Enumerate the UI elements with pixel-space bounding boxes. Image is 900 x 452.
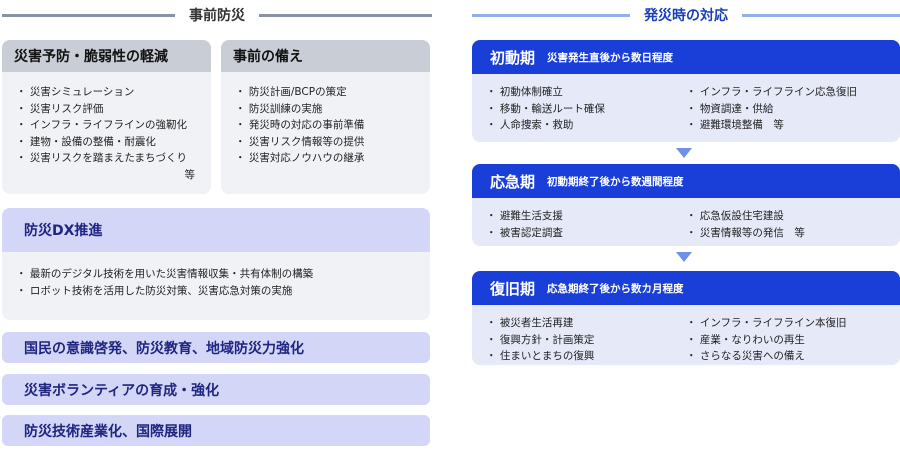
phase-description: 災害発生直後から数日程度 [547, 51, 674, 64]
list-item: ・ インフラ・ライフラインの強靭化 [16, 119, 188, 131]
phase-list-left: ・ 被災者生活再建 ・ 復興方針・計画策定 ・ 住まいとまちの復興 [486, 315, 686, 365]
phase-initial: 初動期 災害発生直後から数日程度 ・ 初動体制確立 ・ 移動・輸送ルート確保 ・… [472, 40, 900, 142]
phase-name: 応急期 [490, 172, 536, 191]
list-item: ・ 災害リスク情報等の提供 [235, 135, 365, 148]
list-item: ・ インフラ・ライフライン本復旧 [686, 317, 847, 329]
header-line-right [259, 13, 432, 17]
card-list: ・ 最新のデジタル技術を用いた災害情報収集・共有体制の構築 ・ ロボット技術を活… [2, 252, 430, 300]
header-line-left [472, 13, 630, 17]
list-item: ・ 防災計画/BCPの策定 [235, 86, 347, 98]
banner-industry: 防災技術産業化、国際展開 [2, 415, 430, 446]
list-item: ・ 最新のデジタル技術を用いた災害情報収集・共有体制の構築 [16, 268, 314, 280]
phase-description: 初動期終了後から数週間程度 [547, 175, 684, 188]
banner-volunteer: 災害ボランティアの育成・強化 [2, 374, 430, 405]
phase-description: 応急期終了後から数カ月程度 [547, 282, 684, 295]
list-item: ・ 避難環境整備 等 [686, 119, 784, 131]
list-item: ・ 復興方針・計画策定 [486, 333, 595, 346]
disaster-prevention-card: 災害予防・脆弱性の軽減 ・ 災害シミュレーション ・ 災害リスク評価 ・ インフ… [2, 40, 211, 194]
list-item: ・ ロボット技術を活用した防災対策、災害応急対策の実施 [16, 285, 293, 297]
response-title: 発災時の対応 [644, 8, 728, 24]
phase-body: ・ 被災者生活再建 ・ 復興方針・計画策定 ・ 住まいとまちの復興 ・ インフラ… [472, 305, 900, 365]
phase-list-right: ・ インフラ・ライフライン本復旧 ・ 産業・なりわいの再生 ・ さらなる災害への… [686, 315, 886, 365]
phase-list-left: ・ 初動体制確立 ・ 移動・輸送ルート確保 ・ 人命捜索・救助 [486, 84, 686, 134]
disaster-dx-card: 防災DX推進 ・ 最新のデジタル技術を用いた災害情報収集・共有体制の構築 ・ ロ… [2, 208, 430, 320]
list-item: ・ 建物・設備の整備・耐震化 [16, 135, 156, 148]
phase-header: 応急期 初動期終了後から数週間程度 [472, 164, 900, 198]
response-section-header: 発災時の対応 [472, 4, 900, 26]
list-item: ・ 災害リスクを踏まえたまちづくり [16, 152, 188, 164]
phase-body: ・ 初動体制確立 ・ 移動・輸送ルート確保 ・ 人命捜索・救助 ・ インフラ・ラ… [472, 74, 900, 134]
phase-list-left: ・ 避難生活支援 ・ 被害認定調査 [486, 208, 686, 241]
card-title: 防災DX推進 [2, 208, 430, 252]
list-item: ・ さらなる災害への備え [686, 350, 805, 362]
prevention-section-header: 事前防災 [2, 4, 432, 26]
phase-list-right: ・ 応急仮設住宅建設 ・ 災害情報等の発信 等 [686, 208, 886, 241]
list-item: ・ 移動・輸送ルート確保 [486, 102, 605, 115]
advance-preparation-card: 事前の備え ・ 防災計画/BCPの策定 ・ 防災訓練の実施 ・ 発災時の対応の事… [221, 40, 430, 194]
list-item: ・ 人命捜索・救助 [486, 119, 574, 131]
phase-emergency: 応急期 初動期終了後から数週間程度 ・ 避難生活支援 ・ 被害認定調査 ・ 応急… [472, 164, 900, 246]
list-item: ・ 発災時の対応の事前準備 [235, 119, 365, 131]
phase-name: 復旧期 [490, 279, 536, 298]
list-item: ・ 災害リスク評価 [16, 102, 104, 115]
list-item: ・ 被災者生活再建 [486, 317, 574, 329]
list-item: ・ 防災訓練の実施 [235, 102, 323, 115]
card-title: 事前の備え [221, 40, 430, 72]
phase-header: 初動期 災害発生直後から数日程度 [472, 40, 900, 74]
card-title: 災害予防・脆弱性の軽減 [2, 40, 211, 72]
list-item: ・ 災害情報等の発信 等 [686, 226, 805, 239]
list-item: ・ 住まいとまちの復興 [486, 350, 595, 362]
down-arrow-icon [676, 252, 692, 262]
prevention-title: 事前防災 [189, 8, 245, 24]
header-line-right [742, 13, 900, 17]
list-item: ・ 産業・なりわいの再生 [686, 333, 805, 346]
phase-list-right: ・ インフラ・ライフライン応急復旧 ・ 物資調達・供給 ・ 避難環境整備 等 [686, 84, 886, 134]
phase-body: ・ 避難生活支援 ・ 被害認定調査 ・ 応急仮設住宅建設 ・ 災害情報等の発信 … [472, 198, 900, 241]
list-item: ・ 応急仮設住宅建設 [686, 210, 784, 222]
down-arrow-icon [676, 148, 692, 158]
list-item: ・ 災害シミュレーション [16, 86, 135, 98]
list-item: ・ 物資調達・供給 [686, 102, 774, 115]
phase-recovery: 復旧期 応急期終了後から数カ月程度 ・ 被災者生活再建 ・ 復興方針・計画策定 … [472, 271, 900, 365]
list-item: ・ 避難生活支援 [486, 210, 563, 222]
list-trailing: 等 [184, 168, 196, 181]
list-item: ・ 災害対応ノウハウの継承 [235, 152, 365, 164]
card-list: ・ 災害シミュレーション ・ 災害リスク評価 ・ インフラ・ライフラインの強靭化… [2, 72, 211, 183]
header-line-left [2, 13, 175, 17]
phase-header: 復旧期 応急期終了後から数カ月程度 [472, 271, 900, 305]
card-list: ・ 防災計画/BCPの策定 ・ 防災訓練の実施 ・ 発災時の対応の事前準備 ・ … [221, 72, 430, 167]
list-item: ・ 被害認定調査 [486, 226, 563, 239]
banner-awareness: 国民の意識啓発、防災教育、地域防災力強化 [2, 332, 430, 363]
list-item: ・ インフラ・ライフライン応急復旧 [686, 86, 858, 98]
list-item: ・ 初動体制確立 [486, 86, 563, 98]
phase-name: 初動期 [490, 48, 536, 67]
